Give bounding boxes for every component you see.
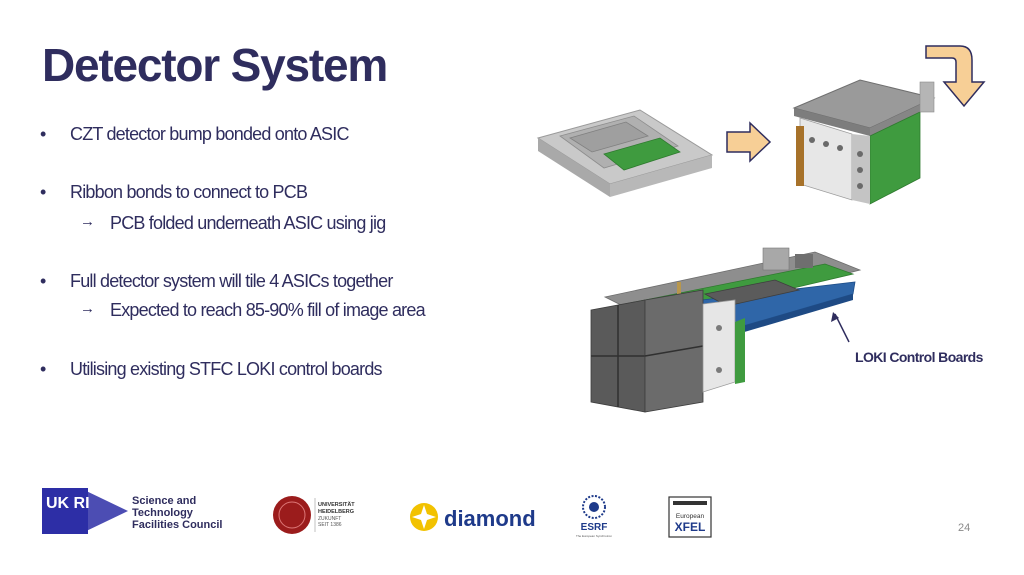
ukri-logo: UK RI: [42, 488, 128, 534]
sub-bullet-text: Expected to reach 85-90% fill of image a…: [110, 300, 426, 320]
sub-bullet-text: PCB folded underneath ASIC using jig: [110, 213, 386, 233]
bullet-marker: •: [40, 182, 46, 202]
ukri-mark-text: UK RI: [46, 495, 90, 512]
bullet-marker: •: [40, 124, 46, 144]
stfc-line-1: Science and: [132, 495, 196, 507]
heidelberg-logo: UNIVERSITÄT HEIDELBERG ZUKUNFT SEIT 1386: [273, 496, 355, 534]
stfc-line-3: Facilities Council: [132, 519, 222, 531]
bullet-marker: •: [40, 359, 46, 379]
heidelberg-line-3: ZUKUNFT: [318, 516, 341, 522]
detector-system-render: [590, 247, 862, 413]
curved-arrow-icon: [925, 45, 986, 108]
diamond-logo: diamond: [410, 503, 536, 531]
arrow-marker: →: [80, 213, 95, 230]
heidelberg-line-1: UNIVERSITÄT: [318, 501, 355, 508]
slide-title: Detector System: [42, 39, 388, 91]
asic-flat-render: [536, 109, 714, 197]
esrf-logo: ESRF The European Synchrotron: [576, 495, 612, 538]
bullet-text: CZT detector bump bonded onto ASIC: [70, 124, 349, 144]
bullet-text: Full detector system will tile 4 ASICs t…: [70, 271, 393, 291]
xfel-logo: European XFEL: [668, 496, 712, 538]
bullet-text: Utilising existing STFC LOKI control boa…: [70, 359, 383, 379]
arrow-right-icon: [726, 121, 772, 163]
bullet-marker: •: [40, 271, 46, 291]
heidelberg-line-4: SEIT 1386: [318, 522, 342, 528]
stfc-line-2: Technology: [132, 507, 194, 519]
xfel-line-2: XFEL: [675, 520, 706, 534]
heidelberg-line-2: HEIDELBERG: [318, 509, 354, 515]
loki-callout-label: LOKI Control Boards: [855, 349, 983, 365]
esrf-wordmark: ESRF: [581, 522, 608, 533]
esrf-subtitle: The European Synchrotron: [576, 534, 612, 538]
arrow-marker: →: [80, 300, 95, 317]
bullet-text: Ribbon bonds to connect to PCB: [70, 182, 308, 202]
diamond-wordmark: diamond: [444, 506, 536, 531]
page-number: 24: [958, 522, 971, 534]
xfel-line-1: European: [676, 513, 705, 520]
stfc-logo-text: Science and Technology Facilities Counci…: [132, 495, 222, 531]
asic-folded-render: [792, 79, 936, 205]
